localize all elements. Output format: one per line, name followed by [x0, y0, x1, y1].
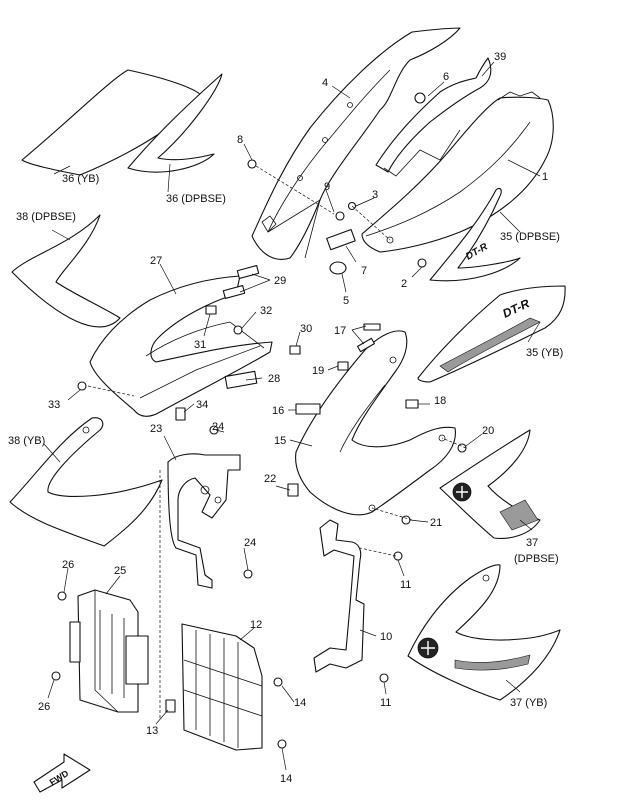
callout-4: 4: [322, 77, 328, 89]
bracket-23: [167, 453, 241, 589]
callout-37-dpbse: 37: [526, 537, 538, 549]
callout-12: 12: [250, 619, 262, 631]
washer-9: [335, 211, 345, 221]
callout-34: 34: [196, 399, 208, 411]
pad-29b: [222, 284, 246, 300]
decal-36-dpbse: [127, 73, 223, 173]
bolt-11b: [379, 673, 389, 683]
callout-38-dpbse: 38 (DPBSE): [16, 211, 76, 223]
callout-28: 28: [268, 373, 280, 385]
forward-arrow-icon: FWD: [33, 753, 91, 793]
callout-8: 8: [237, 134, 243, 146]
pad-19: [337, 361, 349, 371]
callout-35-yb: 35 (YB): [526, 347, 563, 359]
bolt-14a: [273, 677, 283, 687]
pad-28: [224, 370, 258, 389]
callout-27: 27: [150, 255, 162, 267]
damper-7: [326, 229, 356, 251]
stay-10: [313, 519, 365, 673]
leader-lines: [43, 61, 541, 771]
decal-37-dpbse: [439, 429, 541, 539]
callout-6: 6: [443, 71, 449, 83]
pad-16: [295, 403, 321, 415]
rail-39: [375, 57, 492, 177]
callout-36-dpbse: 36 (DPBSE): [166, 193, 226, 205]
callout-30: 30: [300, 323, 312, 335]
callout-21: 21: [430, 517, 442, 529]
callout-33: 33: [48, 399, 60, 411]
callout-2: 2: [401, 278, 407, 290]
bolt-21: [401, 515, 411, 525]
callout-13: 13: [146, 725, 158, 737]
callout-5: 5: [343, 295, 349, 307]
pad-17a: [363, 323, 381, 331]
bolt-26b: [51, 671, 61, 681]
callout-labels: 1 2 3 4 5 6 7 8 9 10 11 11 12 13 14 14 1…: [8, 51, 563, 785]
grommet-5: [329, 261, 347, 275]
inner-panel-27: [89, 275, 273, 417]
callout-9: 9: [324, 181, 330, 193]
callout-24a: 24: [212, 421, 224, 433]
nut-34: [175, 407, 186, 421]
callout-26a: 26: [62, 559, 74, 571]
callout-3: 3: [372, 189, 378, 201]
bolt-32: [233, 325, 243, 335]
pad-30: [289, 345, 301, 355]
callout-23: 23: [150, 423, 162, 435]
callout-25: 25: [114, 565, 126, 577]
screw-6: [414, 92, 426, 104]
callout-39: 39: [494, 51, 506, 63]
callout-1: 1: [542, 171, 548, 183]
decal-38-dpbse: [11, 214, 121, 328]
bolt-24a: [209, 425, 219, 435]
callout-37-dpbse-variant: (DPBSE): [514, 553, 559, 565]
callout-15: 15: [274, 435, 286, 447]
nut-22: [287, 483, 299, 497]
callout-14a: 14: [294, 697, 306, 709]
callout-38-yb: 38 (YB): [8, 435, 45, 447]
callout-17: 17: [334, 325, 346, 337]
callout-29: 29: [274, 275, 286, 287]
callout-31: 31: [194, 339, 206, 351]
decal-37-yb: [407, 564, 561, 701]
duct-25: [69, 589, 149, 713]
callout-10: 10: [380, 631, 392, 643]
callout-26b: 26: [38, 701, 50, 713]
callout-32: 32: [260, 305, 272, 317]
pad-29a: [236, 264, 260, 280]
callout-11b: 11: [380, 697, 391, 709]
callout-22: 22: [264, 473, 276, 485]
decal-38-yb: [9, 417, 163, 547]
callout-24b: 24: [244, 537, 256, 549]
callout-19: 19: [312, 365, 324, 377]
pad-31: [205, 305, 217, 315]
callout-36-yb: 36 (YB): [62, 173, 99, 185]
pad-18: [405, 399, 419, 409]
callout-35-dpbse: 35 (DPBSE): [500, 231, 560, 243]
bolt-8: [247, 159, 257, 169]
side-cover-15: [295, 330, 456, 516]
screw-2: [417, 258, 427, 268]
callout-11a: 11: [400, 579, 411, 591]
assembly-lines: [87, 165, 467, 720]
side-cover-4: [251, 27, 461, 260]
bolt-26a: [57, 591, 67, 601]
bolt-33: [77, 381, 87, 391]
bolt-14b: [277, 739, 287, 749]
callout-14b: 14: [280, 773, 292, 785]
side-cover-1: [361, 91, 554, 253]
decal-35-yb: DT-R: [417, 285, 566, 383]
pad-17b: [357, 337, 375, 353]
callout-37-yb: 37 (YB): [510, 697, 547, 709]
callout-20: 20: [482, 425, 494, 437]
callout-18: 18: [434, 395, 446, 407]
fasteners: [51, 92, 467, 749]
radiator-cover-12: [181, 623, 263, 751]
bolt-24b: [243, 569, 253, 579]
callout-7: 7: [361, 265, 367, 277]
callout-16: 16: [272, 405, 284, 417]
nut-13: [165, 699, 176, 713]
